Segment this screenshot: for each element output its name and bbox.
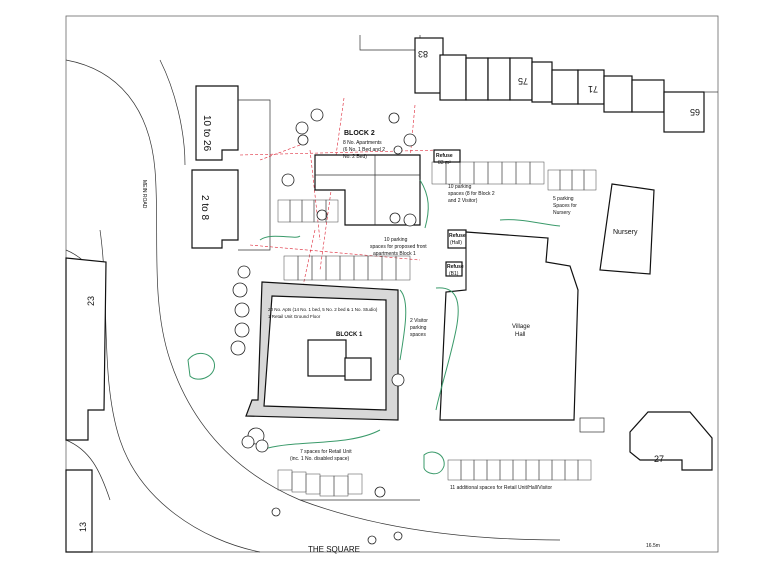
house-number-83: 83	[418, 49, 428, 59]
parking-note-front-1: 10 parking	[384, 237, 408, 243]
trees-block-2	[281, 108, 417, 227]
green-landscaping	[187, 179, 561, 475]
parking-note-front-3: apartments Block 1	[373, 251, 416, 257]
house-number-23: 23	[86, 296, 96, 306]
refuse-b1-sub: (B1)	[449, 271, 459, 277]
house-number-13: 13	[78, 522, 88, 532]
block-1-desc-1: 20 No. Apts (14 No. 1 bed, 5 No. 2 bed &…	[268, 307, 378, 312]
visitor-parking-note-2: parking	[410, 325, 427, 331]
visitor-parking-note-3: spaces	[410, 332, 426, 338]
visitor-parking-note-1: 2 Visitor	[410, 318, 428, 324]
village-hall-building	[439, 231, 579, 421]
house-number-2-to-8: 2 to 8	[199, 195, 210, 220]
top-terrace-houses	[359, 35, 718, 133]
road-markings	[271, 486, 420, 545]
the-square-label: THE SQUARE	[308, 545, 360, 554]
block-2-desc-1: 8 No. Apartments	[343, 140, 382, 146]
retail-parking-note-1: 7 spaces for Retail Unit	[300, 449, 352, 455]
block-2-building	[314, 154, 421, 226]
house-number-27: 27	[654, 454, 664, 464]
parking-note-nursery-3: Nursery	[553, 210, 571, 216]
mein-road-label: MEIN ROAD	[141, 180, 147, 209]
parking-note-nursery-2: Spaces for	[553, 203, 577, 209]
block-2-desc-2: (6 No. 1 Bed and 2	[343, 147, 385, 153]
parking-note-nursery-1: 5 parking	[553, 196, 574, 202]
nursery-label: Nursery	[613, 229, 638, 236]
parking-bays-block-1	[283, 255, 411, 281]
parking-note-block-2-1: 10 parking	[448, 184, 472, 190]
house-number-10-to-26: 10 to 26	[201, 115, 212, 152]
parking-note-front-2: spaces for proposed front	[370, 244, 427, 250]
refuse-83-title: Refuse	[436, 153, 453, 159]
refuse-hall-title: Refuse	[449, 233, 466, 239]
nursery-building	[599, 183, 655, 275]
sub-station	[579, 417, 605, 433]
parking-bays-retail	[277, 469, 363, 497]
parking-bays-block-2	[277, 161, 597, 223]
left-side-houses	[65, 257, 107, 553]
parking-note-block-2-3: and 2 Visitor)	[448, 198, 478, 204]
house-number-75: 75	[518, 76, 528, 86]
parking-note-block-2-2: spaces (8 for Block 2	[448, 191, 495, 197]
refuse-83-area: 83 m²	[438, 160, 451, 166]
left-terrace-houses	[191, 85, 271, 251]
level-label: 16.5m	[646, 543, 660, 549]
block-2-desc-3: No. 2 Bed)	[343, 154, 367, 160]
refuse-b1-title: Refuse	[447, 264, 464, 270]
house-27	[629, 411, 713, 471]
house-number-65: 65	[690, 107, 700, 117]
additional-parking-note: 11 additional spaces for Retail Unit/Hal…	[450, 485, 552, 491]
block-2-title: BLOCK 2	[344, 130, 375, 137]
retail-parking-note-2: (inc. 1 No. disabled space)	[290, 456, 350, 462]
trees-block-1	[230, 265, 405, 453]
village-hall-label-1: Village	[512, 324, 531, 330]
house-number-71: 71	[588, 84, 598, 94]
block-1-desc-2: 1 Retail Unit Ground Floor	[268, 314, 321, 319]
refuse-hall-sub: (Hall)	[450, 240, 462, 246]
block-1-title: BLOCK 1	[336, 332, 363, 338]
block-1-building	[245, 281, 399, 421]
parking-bays-additional	[447, 459, 592, 481]
village-hall-label-2: Hall	[515, 332, 525, 338]
